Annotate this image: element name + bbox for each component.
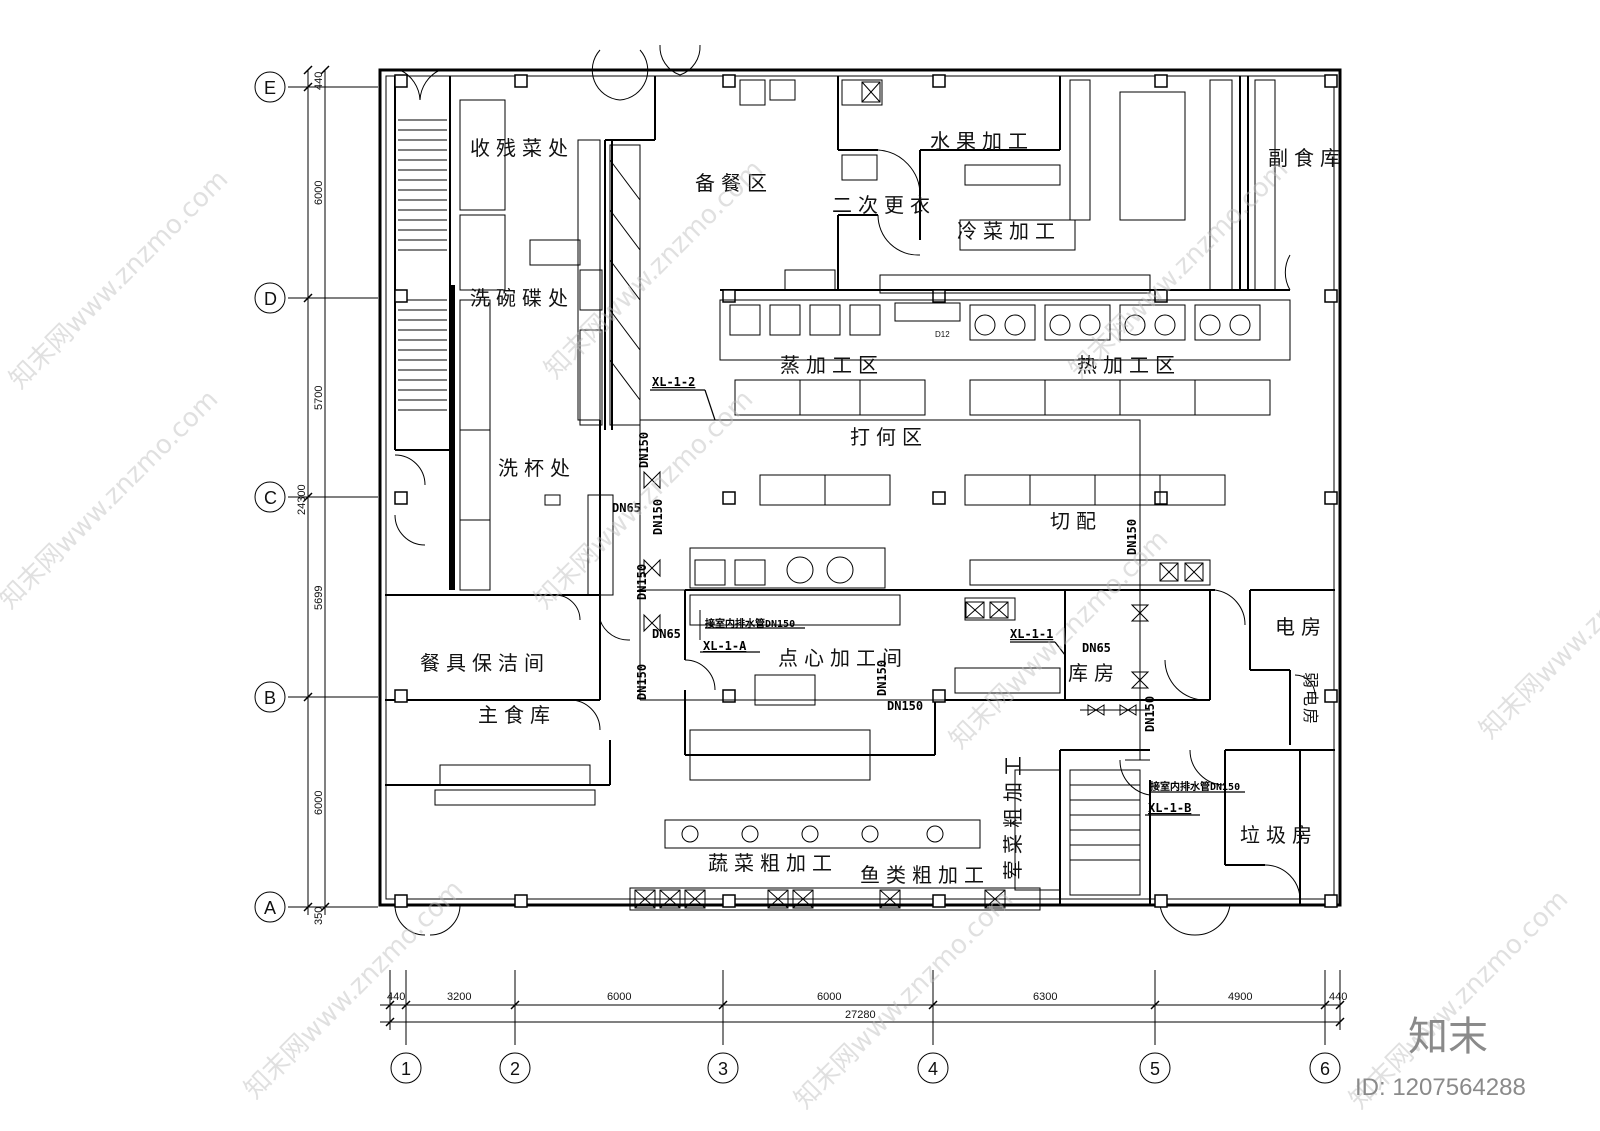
watermark-text: 知末网www.znzmo.com	[4, 164, 235, 395]
pipe-leaders	[650, 389, 1245, 816]
label-kufang: 库房	[1068, 661, 1120, 685]
dimension-ticks	[303, 65, 1345, 1027]
label-dianxin: 点心加工间	[778, 646, 908, 670]
grid-row-d: D	[264, 289, 277, 309]
tag-dn150-a: DN150	[637, 432, 651, 468]
grid-row-e: E	[264, 78, 276, 98]
label-shuiguo: 水果加工	[930, 129, 1034, 153]
watermark-text: 知末网www.znzmo.com	[539, 154, 770, 385]
dim-v-6000a: 6000	[313, 181, 325, 205]
vertical-dimensions: 440 6000 5700 24300 5699 6000 350	[296, 72, 325, 925]
outer-walls	[378, 68, 1342, 907]
label-lengcai: 冷菜加工	[957, 219, 1061, 243]
grid-labels: E D C B A 1 2 3 4 5 6	[264, 78, 1330, 1079]
tag-dn65-a: DN65	[612, 501, 641, 515]
dim-h-3200: 3200	[447, 991, 471, 1003]
room-labels: 收残菜处 备餐区 水果加工 副食库 二次更衣 冷菜加工 洗碗碟处 蒸加工区 热加…	[420, 129, 1346, 887]
pipe-tags: XL-1-2 XL-1-1 XL-1-A XL-1-B DN150 DN65 D…	[612, 330, 1240, 815]
label-dianfang: 电房	[1275, 615, 1327, 639]
label-fushiku: 副食库	[1268, 146, 1346, 170]
label-zhushiku: 主食库	[478, 703, 556, 727]
label-shoucancai: 收残菜处	[470, 136, 574, 160]
tag-xl12: XL-1-2	[652, 375, 695, 389]
watermark-text: 知末网www.znzmo.com	[1474, 514, 1600, 745]
dim-h-6000b: 6000	[817, 991, 841, 1003]
grid-col-4: 4	[928, 1059, 938, 1079]
dim-v-24300: 24300	[296, 484, 308, 515]
label-erci: 二次更衣	[832, 193, 936, 217]
dim-v-5699: 5699	[313, 586, 325, 610]
drain-pipes	[639, 419, 1150, 761]
label-xibei: 洗杯处	[498, 456, 576, 480]
dim-h-440b: 440	[1329, 991, 1347, 1003]
dim-v-5700: 5700	[313, 386, 325, 410]
grid-col-2: 2	[510, 1059, 520, 1079]
dim-h-440a: 440	[387, 991, 405, 1003]
grid-row-b: B	[264, 688, 276, 708]
grid-row-c: C	[264, 488, 277, 508]
equipment	[434, 79, 1291, 911]
tag-dn65-c: DN65	[1082, 641, 1111, 655]
grid-bubbles	[254, 71, 1341, 1084]
annotation-drain-a: 接室内排水管DN150	[705, 617, 795, 630]
tag-xl11: XL-1-1	[1010, 627, 1053, 641]
label-re: 热加工区	[1077, 353, 1181, 377]
grid-col-3: 3	[718, 1059, 728, 1079]
brand-logo-text: 知末	[1408, 1014, 1488, 1060]
tag-dn150-e: DN150	[1125, 519, 1139, 555]
annotation-drain-b: 接室内排水管DN150	[1150, 780, 1240, 793]
grid-axis-lines	[288, 70, 1341, 1045]
columns	[394, 74, 1338, 908]
label-shucai: 蔬菜粗加工	[708, 851, 838, 875]
tag-dn150-g: DN150	[887, 699, 923, 713]
grid-col-1: 1	[401, 1059, 411, 1079]
tag-dn150-b: DN150	[651, 499, 665, 535]
tag-dn150-c: DN150	[635, 564, 649, 600]
label-dahe: 打何区	[850, 425, 928, 449]
dim-h-total: 27280	[845, 1009, 876, 1021]
pipe-valves	[643, 470, 1150, 716]
watermarks: 知末网www.znzmo.com 知末网www.znzmo.com 知末网www…	[0, 154, 1600, 1115]
dim-h-6000a: 6000	[607, 991, 631, 1003]
horizontal-dimensions: 440 3200 6000 6000 6300 4900 440 27280	[387, 991, 1347, 1021]
grid-col-5: 5	[1150, 1059, 1160, 1079]
label-qinrou: 荤菜粗加工	[1001, 750, 1025, 880]
dim-h-6300: 6300	[1033, 991, 1057, 1003]
sinks	[634, 81, 1204, 909]
label-beican: 备餐区	[695, 171, 773, 195]
dim-v-350: 350	[313, 907, 325, 925]
label-qiepei: 切配	[1050, 509, 1102, 533]
label-laji: 垃圾房	[1240, 823, 1318, 847]
dim-h-4900: 4900	[1228, 991, 1252, 1003]
label-zheng: 蒸加工区	[780, 353, 884, 377]
dim-v-440: 440	[313, 72, 325, 90]
tag-dn65-b: DN65	[652, 627, 681, 641]
left-stair	[398, 119, 447, 411]
tag-dn150-f: DN150	[875, 660, 889, 696]
label-xiwandie: 洗碗碟处	[470, 286, 574, 310]
right-stair	[1069, 769, 1141, 896]
tag-xl1a: XL-1-A	[703, 639, 747, 653]
label-ruodian: 弱电房	[1301, 672, 1320, 726]
equipment-tag-d12: D12	[935, 330, 950, 339]
grid-col-6: 6	[1320, 1059, 1330, 1079]
watermark-text: 知末网www.znzmo.com	[1064, 154, 1295, 385]
dim-v-6000b: 6000	[313, 791, 325, 815]
tag-dn150-h: DN150	[1143, 696, 1157, 732]
doors	[394, 44, 1316, 936]
watermark-text: 知末网www.znzmo.com	[0, 384, 224, 615]
label-yulei: 鱼类粗加工	[860, 863, 990, 887]
grid-row-a: A	[264, 898, 276, 918]
image-id: ID: 1207564288	[1355, 1074, 1526, 1101]
label-canju: 餐具保洁间	[420, 651, 550, 675]
tag-dn150-d: DN150	[635, 664, 649, 700]
tag-xl1b: XL-1-B	[1148, 801, 1191, 815]
partition-wall	[450, 285, 455, 590]
